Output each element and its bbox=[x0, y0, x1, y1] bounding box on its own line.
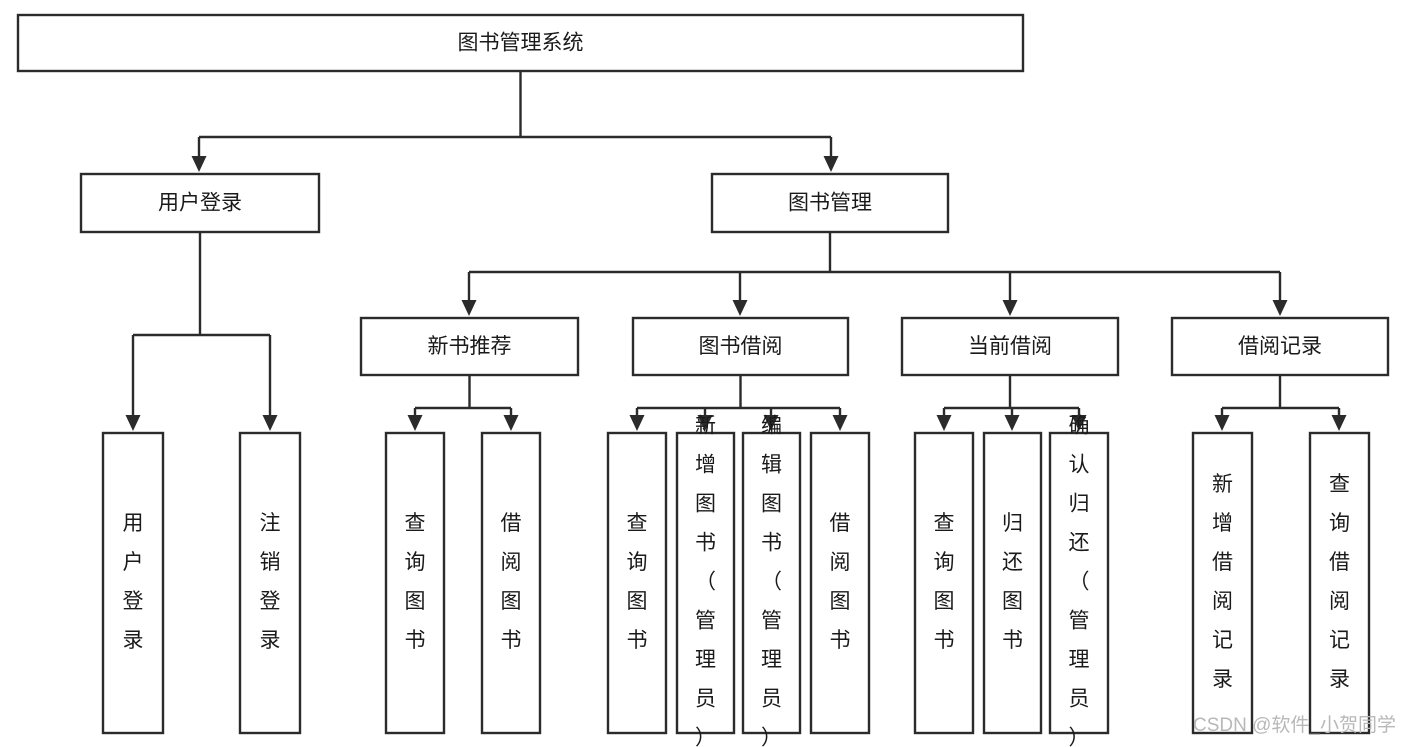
node-leaf-10[interactable]: 确认归还（管理员） bbox=[1048, 415, 1110, 747]
node-label-用户登录: 用户登录 bbox=[123, 512, 144, 652]
user-login-to-leaves bbox=[131, 232, 272, 419]
node-label-归还图书: 归还图书 bbox=[1002, 512, 1023, 652]
arrow-to-leaf-query-book-3 bbox=[936, 415, 952, 431]
arrow-to-leaf-query-book-1 bbox=[407, 415, 423, 431]
node-level1-1[interactable]: 图书管理 bbox=[710, 172, 950, 234]
node-leaf-5[interactable]: 新增图书（管理员） bbox=[675, 415, 736, 747]
node-box-注销登录[interactable] bbox=[238, 431, 302, 735]
node-level2-1[interactable]: 图书借阅 bbox=[631, 316, 850, 377]
arrow-to-book-borrow bbox=[732, 300, 748, 316]
node-box-借阅记录[interactable] bbox=[1170, 316, 1390, 377]
arrow-to-leaf-user-login bbox=[125, 415, 141, 431]
node-layer: 图书管理系统用户登录图书管理新书推荐图书借阅当前借阅借阅记录用户登录注销登录查询… bbox=[16, 13, 1390, 747]
node-level1-0[interactable]: 用户登录 bbox=[79, 172, 321, 234]
node-root-0[interactable]: 图书管理系统 bbox=[16, 13, 1025, 73]
arrow-head-layer bbox=[125, 156, 1347, 431]
node-leaf-3[interactable]: 借阅图书 bbox=[480, 431, 542, 735]
arrow-to-current-borrow bbox=[1002, 300, 1018, 316]
node-leaf-12[interactable]: 查询借阅记录 bbox=[1308, 431, 1371, 735]
arrow-to-leaf-add-record bbox=[1214, 415, 1230, 431]
node-box-查询图书[interactable] bbox=[606, 431, 668, 735]
node-box-图书借阅[interactable] bbox=[631, 316, 850, 377]
arrow-to-leaf-return-book bbox=[1004, 415, 1020, 431]
arrow-to-leaf-borrow-book-1 bbox=[503, 415, 519, 431]
node-box-图书管理[interactable] bbox=[710, 172, 950, 234]
arrow-to-leaf-query-book-2 bbox=[629, 415, 645, 431]
node-leaf-11[interactable]: 新增借阅记录 bbox=[1191, 431, 1254, 735]
new-book-to-leaves bbox=[413, 375, 513, 419]
node-box-借阅图书[interactable] bbox=[480, 431, 542, 735]
node-leaf-0[interactable]: 用户登录 bbox=[101, 431, 165, 735]
node-leaf-9[interactable]: 归还图书 bbox=[982, 431, 1043, 735]
node-label-当前借阅: 当前借阅 bbox=[968, 335, 1052, 358]
arrow-to-leaf-confirm-return bbox=[1071, 415, 1087, 431]
book-borrow-to-leaves bbox=[635, 375, 842, 419]
node-leaf-1[interactable]: 注销登录 bbox=[238, 431, 302, 735]
node-box-新增借阅记录[interactable] bbox=[1191, 431, 1254, 735]
node-box-用户登录[interactable] bbox=[79, 172, 321, 234]
node-box-编辑图书管理员[interactable] bbox=[741, 431, 802, 735]
arrow-to-leaf-add-book bbox=[697, 415, 713, 431]
node-label-新增借阅记录: 新增借阅记录 bbox=[1212, 473, 1233, 691]
book-manage-to-level2-bus bbox=[467, 232, 1282, 304]
arrow-to-new-book-recommend bbox=[461, 300, 477, 316]
node-label-新书推荐: 新书推荐 bbox=[428, 335, 512, 358]
node-leaf-6[interactable]: 编辑图书（管理员） bbox=[741, 415, 802, 747]
node-label-用户登录: 用户登录 bbox=[158, 192, 242, 215]
connector-layer bbox=[131, 71, 1341, 419]
node-box-查询图书[interactable] bbox=[384, 431, 446, 735]
node-leaf-8[interactable]: 查询图书 bbox=[913, 431, 975, 735]
node-leaf-4[interactable]: 查询图书 bbox=[606, 431, 668, 735]
arrow-to-borrow-record bbox=[1272, 300, 1288, 316]
node-box-借阅图书[interactable] bbox=[809, 431, 871, 735]
arrow-to-leaf-edit-book bbox=[763, 415, 779, 431]
node-label-查询图书: 查询图书 bbox=[934, 512, 955, 652]
node-label-图书管理系统: 图书管理系统 bbox=[458, 32, 584, 55]
node-box-用户登录[interactable] bbox=[101, 431, 165, 735]
node-box-新书推荐[interactable] bbox=[359, 316, 580, 377]
node-label-编辑图书管理员: 编辑图书（管理员） bbox=[761, 415, 782, 747]
borrow-record-to-leaves bbox=[1220, 375, 1341, 419]
node-level2-2[interactable]: 当前借阅 bbox=[900, 316, 1120, 377]
current-borrow-to-leaves bbox=[942, 375, 1081, 419]
node-box-确认归还管理员[interactable] bbox=[1048, 431, 1110, 735]
node-box-新增图书管理员[interactable] bbox=[675, 431, 736, 735]
root-to-level1-bus bbox=[197, 71, 833, 160]
node-box-归还图书[interactable] bbox=[982, 431, 1043, 735]
arrow-to-leaf-user-logout bbox=[262, 415, 278, 431]
csdn-watermark: CSDN @软件_小贺同学 bbox=[1193, 714, 1396, 736]
node-label-借阅图书: 借阅图书 bbox=[830, 512, 851, 652]
arrow-to-book-manage bbox=[823, 156, 839, 172]
node-label-借阅图书: 借阅图书 bbox=[501, 512, 522, 652]
node-label-确认归还管理员: 确认归还（管理员） bbox=[1069, 415, 1090, 747]
node-label-查询图书: 查询图书 bbox=[627, 512, 648, 652]
node-level2-3[interactable]: 借阅记录 bbox=[1170, 316, 1390, 377]
node-label-新增图书管理员: 新增图书（管理员） bbox=[695, 415, 716, 747]
node-label-借阅记录: 借阅记录 bbox=[1238, 335, 1322, 358]
node-box-查询图书[interactable] bbox=[913, 431, 975, 735]
node-box-查询借阅记录[interactable] bbox=[1308, 431, 1371, 735]
node-label-查询借阅记录: 查询借阅记录 bbox=[1329, 473, 1350, 691]
arrow-to-leaf-query-record bbox=[1331, 415, 1347, 431]
node-leaf-7[interactable]: 借阅图书 bbox=[809, 431, 871, 735]
node-label-图书管理: 图书管理 bbox=[788, 192, 872, 215]
node-level2-0[interactable]: 新书推荐 bbox=[359, 316, 580, 377]
arrow-to-leaf-borrow-book-2 bbox=[832, 415, 848, 431]
node-label-注销登录: 注销登录 bbox=[260, 512, 281, 652]
arrow-to-user-login bbox=[191, 156, 207, 172]
node-leaf-2[interactable]: 查询图书 bbox=[384, 431, 446, 735]
node-label-查询图书: 查询图书 bbox=[405, 512, 426, 652]
node-label-图书借阅: 图书借阅 bbox=[699, 335, 783, 358]
node-box-当前借阅[interactable] bbox=[900, 316, 1120, 377]
node-box-图书管理系统[interactable] bbox=[16, 13, 1025, 73]
